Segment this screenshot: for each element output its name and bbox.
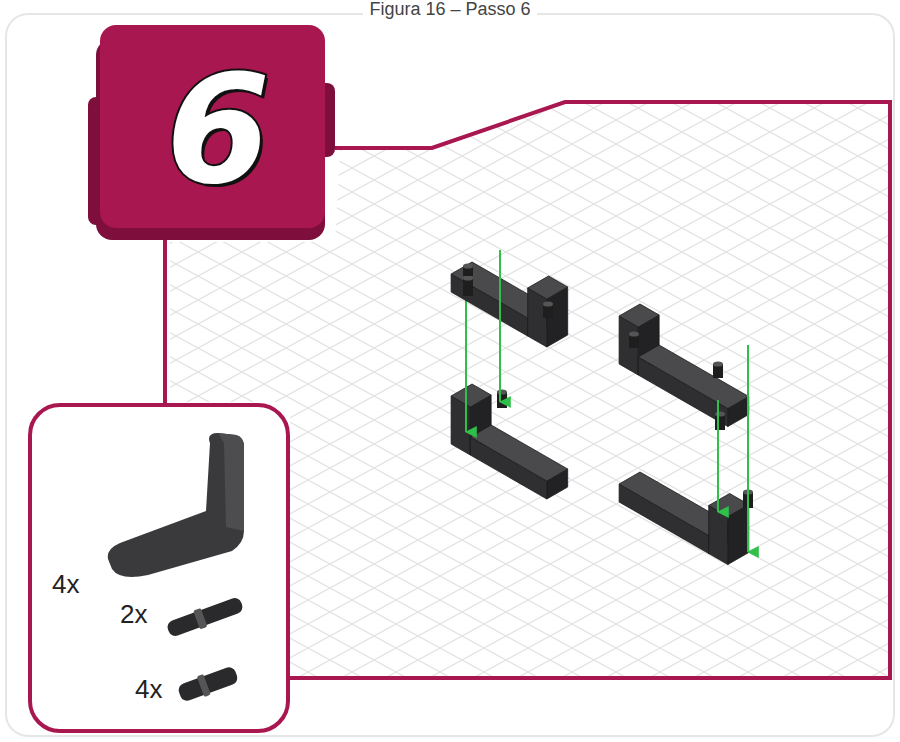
brick-face (528, 276, 568, 299)
assembly-pieces (451, 250, 753, 565)
long-pin-icon (193, 608, 207, 630)
brick-face (470, 425, 567, 481)
outer-frame (6, 14, 894, 736)
l-brick-icon (108, 433, 244, 577)
brick-face (709, 494, 749, 517)
parts-panel: 4x 2x 4x (28, 403, 290, 733)
long-pin-icon (166, 596, 245, 638)
peg (463, 275, 473, 280)
part-quantity: 4x (135, 676, 162, 702)
peg (713, 361, 723, 366)
step-badge: 6 (88, 25, 335, 240)
connector-line (163, 238, 167, 405)
panel-border (288, 102, 890, 678)
peg (715, 411, 725, 416)
figure-caption: Figura 16 – Passo 6 (363, 0, 536, 19)
l-brick-icon (218, 433, 244, 531)
assembly-guide (465, 300, 467, 432)
peg (463, 278, 473, 296)
step-number: 6 (166, 55, 270, 205)
figure-caption-wrap: Figura 16 – Passo 6 (0, 0, 900, 18)
part-quantity: 4x (52, 571, 79, 597)
part-icons (108, 433, 245, 703)
l-brick (451, 384, 568, 499)
l-brick (619, 304, 749, 427)
brick-face (451, 384, 491, 407)
l-brick (451, 262, 568, 347)
brick-face (638, 345, 748, 409)
assembly-guide (747, 345, 749, 552)
peg (463, 263, 473, 268)
part-quantity: 2x (120, 601, 147, 627)
assembly-guide (717, 400, 719, 512)
peg (629, 331, 639, 336)
badge-body (100, 25, 325, 228)
short-pin-icon (197, 674, 211, 697)
brick-face (619, 304, 659, 327)
peg (497, 389, 507, 394)
short-pin-icon (177, 665, 240, 702)
assembly-guide (499, 250, 501, 402)
peg (543, 301, 553, 306)
panel-frame (30, 405, 288, 731)
l-brick (619, 472, 749, 565)
